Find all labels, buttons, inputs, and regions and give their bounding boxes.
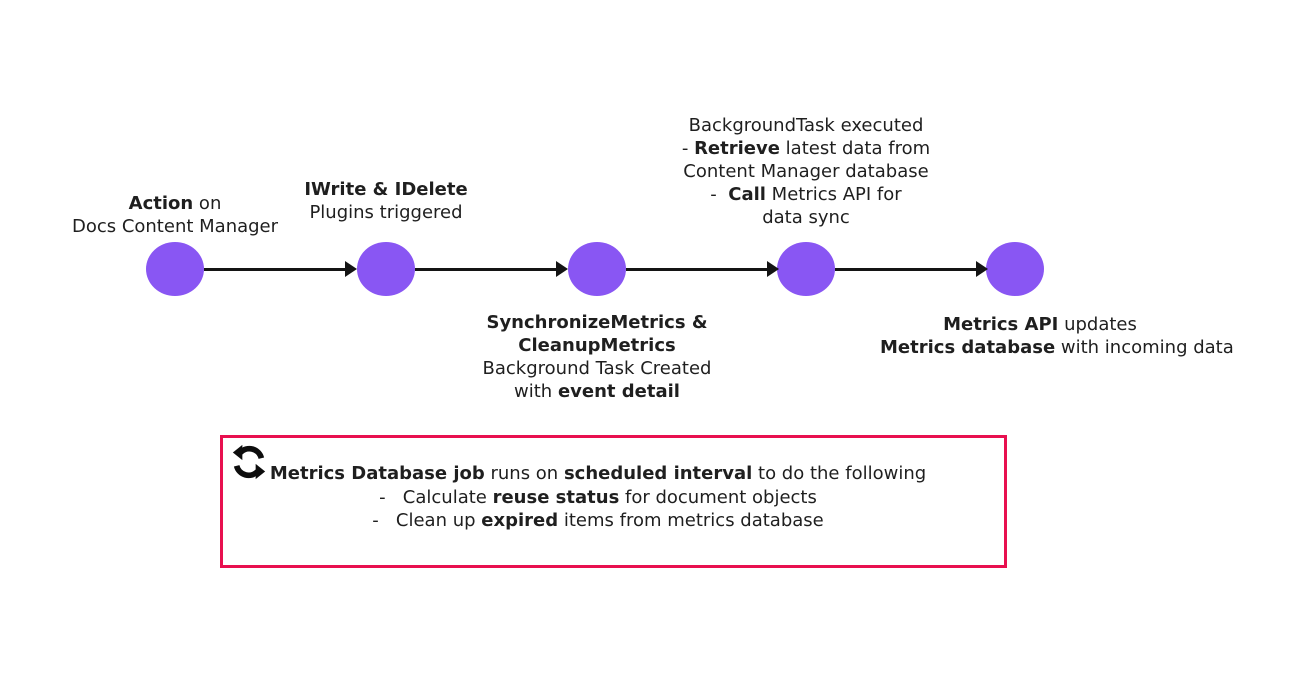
arrow-shaft [626,267,767,271]
text-line: Docs Content Manager [71,216,279,237]
flow-arrow-2 [415,261,568,277]
arrow-head-icon [767,261,779,277]
arrow-head-icon [976,261,988,277]
label-background-task: BackgroundTask executed- Retrieve latest… [646,114,966,229]
flow-node-3 [568,242,626,296]
text-line: - Call Metrics API for [710,184,902,205]
flow-arrow-1 [204,261,357,277]
text-line: Metrics API updates [943,314,1137,335]
arrow-shaft [415,267,556,271]
text-line: Plugins triggered [309,202,463,223]
sync-icon [230,443,268,481]
text-line: - Calculate reuse status for document ob… [379,486,817,508]
flow-node-1 [146,242,204,296]
scheduled-job-text: Metrics Database job runs on scheduled i… [223,462,973,533]
text-line: - Clean up expired items from metrics da… [372,510,824,531]
text-line: Background Task Created [482,358,712,379]
arrow-shaft [835,267,976,271]
text-line: data sync [762,207,850,228]
text-line: Metrics database with incoming data [880,337,1234,358]
flow-node-5 [986,242,1044,296]
arrow-head-icon [556,261,568,277]
text-line: BackgroundTask executed [688,115,924,136]
text-line: with event detail [514,381,680,402]
flow-arrow-4 [835,261,988,277]
flow-node-2 [357,242,415,296]
flow-node-4 [777,242,835,296]
text-line: CleanupMetrics [518,335,676,356]
arrow-shaft [204,267,345,271]
text-line: - Retrieve latest data from [681,138,931,159]
text-line: Metrics Database job runs on scheduled i… [269,463,927,484]
text-line: Content Manager database [683,161,929,182]
arrow-head-icon [345,261,357,277]
flow-arrow-3 [626,261,779,277]
scheduled-job-box: Metrics Database job runs on scheduled i… [220,435,1007,568]
text-line: IWrite & IDelete [304,179,468,200]
text-line: SynchronizeMetrics & [486,312,708,333]
text-line: Action on [128,193,222,214]
